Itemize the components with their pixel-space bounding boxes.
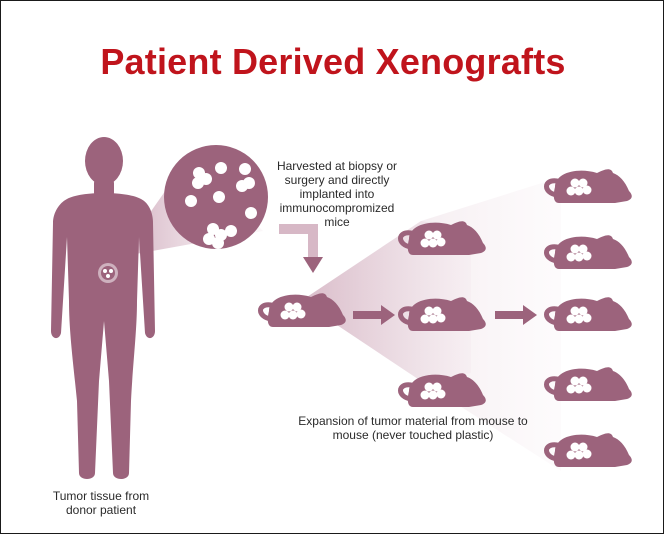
donor-caption: Tumor tissue from donor patient [52, 489, 150, 517]
mouse-third-1-icon [547, 169, 632, 203]
expansion-caption: Expansion of tumor material from mouse t… [298, 414, 528, 442]
tumor-zoom-circle [164, 145, 268, 249]
patient-tumor-icon [98, 263, 118, 283]
diagram-title: Patient Derived Xenografts [100, 41, 566, 82]
donor-patient-figure [51, 137, 155, 479]
expansion-arrow-icon [495, 305, 537, 325]
harvest-caption: Harvested at biopsy or surgery and direc… [276, 159, 398, 229]
implant-arrow-icon [279, 224, 318, 259]
expansion-arrow-icon [353, 305, 395, 325]
implant-arrow-head-icon [303, 257, 323, 273]
